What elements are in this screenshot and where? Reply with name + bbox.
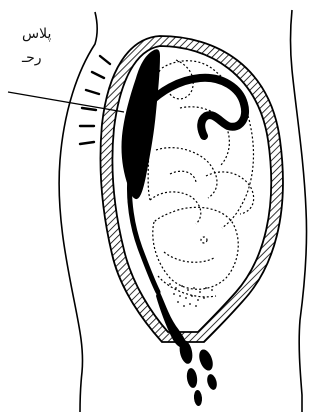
placenta-label-line1: پلاس xyxy=(22,26,51,43)
placenta-label-line2: رحـ xyxy=(22,50,42,67)
blood-flow xyxy=(156,288,218,406)
umbilical-cord xyxy=(148,78,245,136)
